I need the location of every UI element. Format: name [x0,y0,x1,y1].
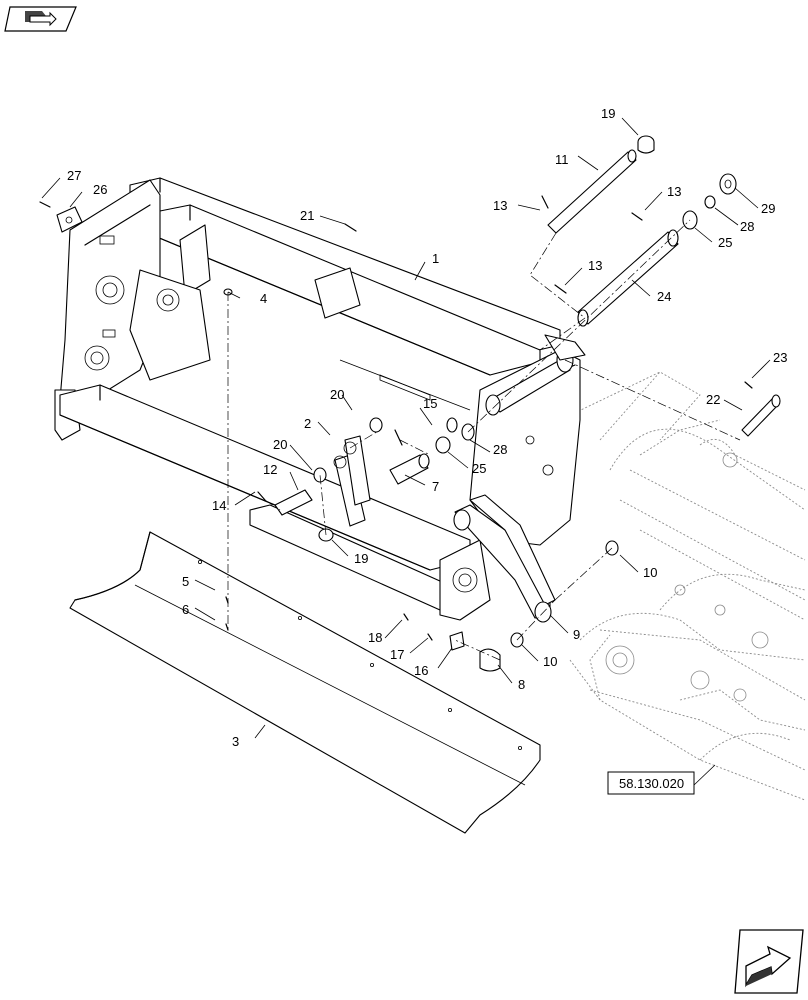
callout-13b: 13 [667,184,681,199]
callout-28a: 28 [740,219,754,234]
callout-26: 26 [93,182,107,197]
callout-12: 12 [263,462,277,477]
callout-10b: 10 [543,654,557,669]
callout-9: 9 [573,627,580,642]
callout-6: 6 [182,602,189,617]
lever-9 [453,494,556,623]
callout-17: 17 [390,647,404,662]
callout-7: 7 [432,479,439,494]
book-with-arrow-icon[interactable] [4,6,77,32]
assembly-lines [227,219,741,661]
callout-18: 18 [368,630,382,645]
callout-27: 27 [67,168,81,183]
callout-14: 14 [212,498,226,513]
callout-29: 29 [761,201,775,216]
callout-23: 23 [773,350,787,365]
leader-lines [41,117,771,786]
callout-16: 16 [414,663,428,678]
callout-10a: 10 [643,565,657,580]
reference-link-box[interactable]: 58.130.020 [607,771,695,795]
callout-21: 21 [300,208,314,223]
callout-13a: 13 [493,198,507,213]
shield-3 [69,531,541,834]
next-page-arrow-icon[interactable] [734,929,804,994]
small-parts [39,135,753,672]
callout-1: 1 [432,251,439,266]
shaft-24 [577,229,679,327]
callout-25a: 25 [718,235,732,250]
callout-13c: 13 [588,258,602,273]
callout-24: 24 [657,289,671,304]
ghosted-feeder-structure [559,371,806,801]
callout-4: 4 [260,291,267,306]
callout-19a: 19 [601,106,615,121]
pin-22 [741,394,781,437]
callout-labels: 1 2 3 4 5 6 7 8 9 10 10 11 12 13 13 13 1… [67,106,787,749]
callout-15: 15 [423,396,437,411]
callout-20a: 20 [330,387,344,402]
callout-20b: 20 [273,437,287,452]
callout-25b: 25 [472,461,486,476]
reference-label: 58.130.020 [619,776,684,791]
link-arm-2 [333,435,371,527]
callout-28b: 28 [493,442,507,457]
callout-11: 11 [555,152,569,167]
callout-2: 2 [304,416,311,431]
shaft-11 [547,149,637,234]
callout-5: 5 [182,574,189,589]
callout-22: 22 [706,392,720,407]
main-frame [54,177,586,621]
callout-8: 8 [518,677,525,692]
callout-3: 3 [232,734,239,749]
callout-19b: 19 [354,551,368,566]
